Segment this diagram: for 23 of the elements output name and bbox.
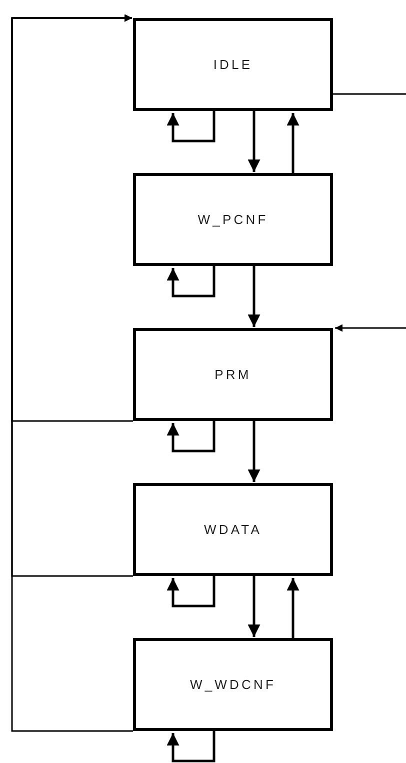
state-box (133, 483, 333, 576)
state-label: W_PCNF (198, 210, 268, 229)
state-label: IDLE (213, 56, 253, 74)
arrow (11, 14, 133, 732)
state-box (133, 638, 333, 731)
arrow (286, 113, 300, 173)
state-label: WDATA (204, 520, 262, 539)
arrow (335, 324, 406, 332)
arrow (166, 576, 216, 608)
state-label: W_WDCNF (190, 676, 276, 694)
arrow (166, 421, 216, 452)
arrow (248, 266, 260, 327)
state-box (133, 18, 333, 111)
arrow (166, 731, 216, 762)
arrow (248, 421, 260, 482)
state-label: PRM (214, 366, 252, 384)
arrow (166, 266, 216, 298)
arrow (248, 111, 260, 172)
state-box (133, 328, 333, 421)
arrow (166, 111, 216, 142)
arrow (248, 576, 260, 637)
arrow (286, 578, 300, 638)
state-box (133, 173, 333, 266)
